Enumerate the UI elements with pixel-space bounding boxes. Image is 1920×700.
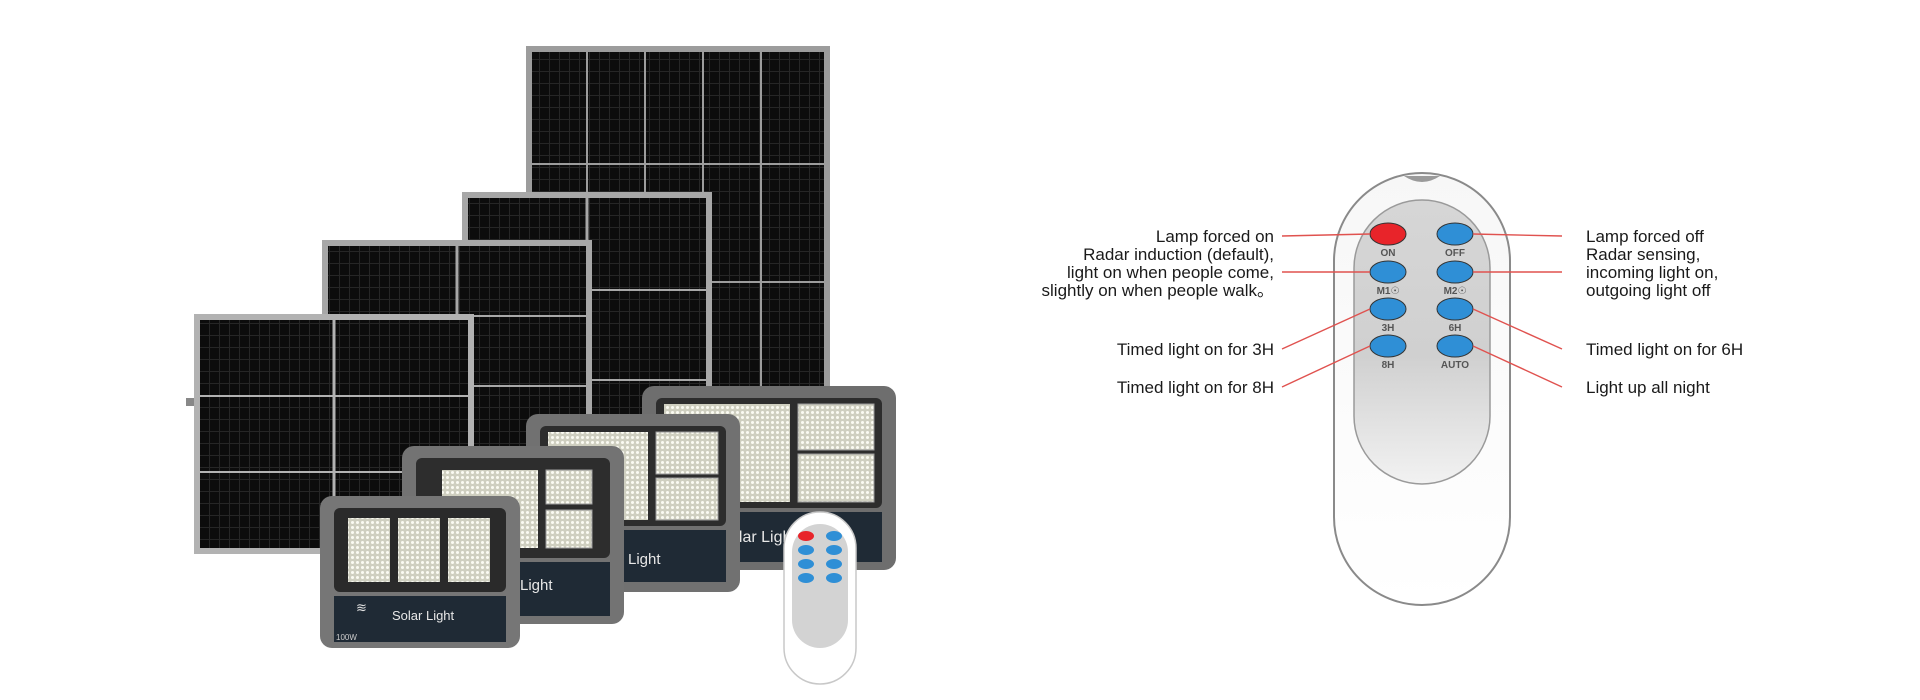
callout-label-m2: Radar sensing,incoming light on,outgoing… xyxy=(1586,245,1718,300)
callout-label-3h: Timed light on for 3H xyxy=(1117,340,1274,359)
callout-line-auto xyxy=(1472,345,1563,388)
ir-window xyxy=(1404,176,1440,182)
remote-button-off[interactable] xyxy=(1436,222,1474,246)
callout-label-8h: Timed light on for 8H xyxy=(1117,378,1274,397)
remote-button-label-on: ON xyxy=(1381,248,1396,259)
lamp-wattage: 100W xyxy=(336,633,357,642)
remote-button-m2[interactable] xyxy=(1436,260,1474,284)
callout-label-6h: Timed light on for 6H xyxy=(1586,340,1743,359)
remote-button-3h[interactable] xyxy=(1369,297,1407,321)
callout-label-off: Lamp forced off xyxy=(1586,227,1704,246)
remote-button-label-3h: 3H xyxy=(1382,323,1395,334)
remote-button-label-m1: M1☉ xyxy=(1377,286,1400,297)
callout-line-off xyxy=(1472,233,1563,237)
remote-button-label-8h: 8H xyxy=(1382,360,1395,371)
remote-button-auto[interactable] xyxy=(1436,334,1474,358)
remote-button-8h[interactable] xyxy=(1369,334,1407,358)
lamp-label-medium: Light xyxy=(520,577,553,594)
remote-button-6h[interactable] xyxy=(1436,297,1474,321)
remote-button-on[interactable] xyxy=(1369,222,1407,246)
remote-button-label-off: OFF xyxy=(1445,248,1465,259)
callout-lines xyxy=(1281,233,1563,388)
remote-button-label-6h: 6H xyxy=(1449,323,1462,334)
remote-thumbnail xyxy=(783,511,857,685)
callout-line-3h xyxy=(1281,308,1371,350)
callout-line-6h xyxy=(1472,308,1563,350)
wifi-icon: ≋ xyxy=(356,600,367,615)
lamp-label-large: Light xyxy=(628,551,661,568)
remote-buttons: ON OFF M1☉ M2☉ 3H 6H 8H AUTO xyxy=(1369,222,1474,371)
callout-line-8h xyxy=(1281,345,1371,388)
remote-button-m1[interactable] xyxy=(1369,260,1407,284)
lamp-label-small: Solar Light xyxy=(392,608,455,623)
callout-label-on: Lamp forced on xyxy=(1156,227,1274,246)
lamp-label-xlarge: olar Ligh xyxy=(730,529,791,546)
remote-button-label-auto: AUTO xyxy=(1441,360,1469,371)
product-photo: olar Ligh Light Light xyxy=(186,46,896,685)
callout-line-on xyxy=(1281,233,1371,237)
callout-label-m1: Radar induction (default),light on when … xyxy=(1042,245,1274,300)
remote-button-label-m2: M2☉ xyxy=(1444,286,1467,297)
flood-lamp-small: Solar Light 100W ≋ xyxy=(320,496,520,648)
callout-label-auto: Light up all night xyxy=(1586,378,1710,397)
